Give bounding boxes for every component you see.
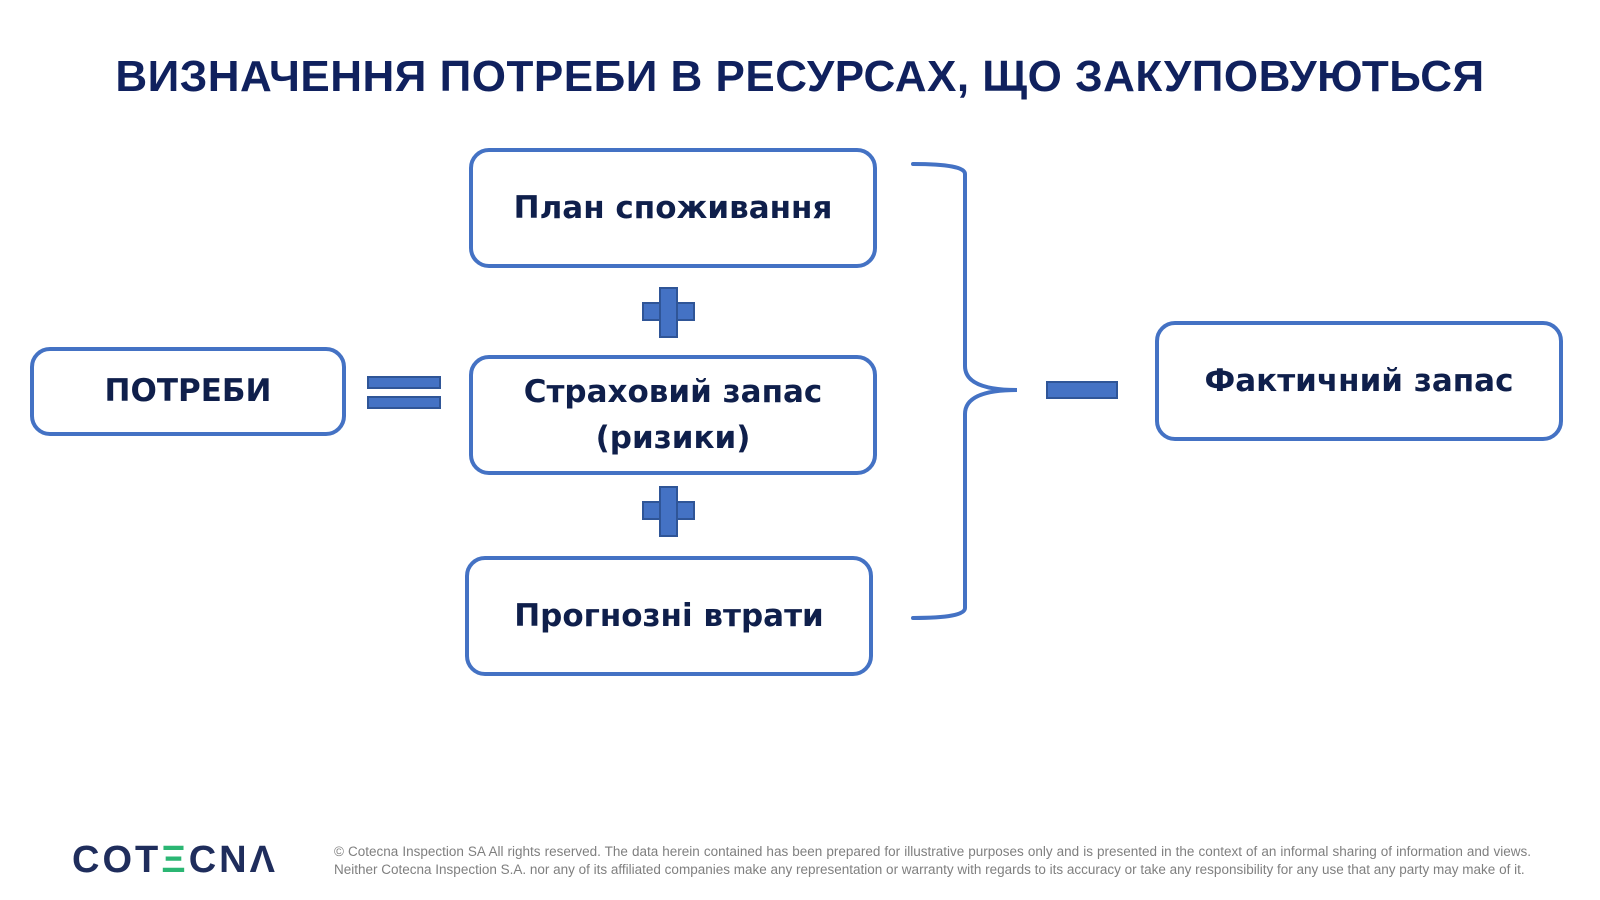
equals-icon-top-bar [367, 376, 441, 389]
forecast-losses-label: Прогнозні втрати [514, 597, 824, 634]
curly-brace-icon [911, 162, 1017, 620]
forecast-losses-box: Прогнозні втрати [465, 556, 873, 676]
consumption-plan-label: План споживання [513, 189, 833, 226]
equals-icon-bottom-bar [367, 396, 441, 409]
plus-icon-2-vertical [659, 486, 678, 537]
needs-label: ПОТРЕБИ [104, 373, 272, 410]
safety-stock-label: Страховий запас [523, 373, 823, 410]
safety-stock-box: Страховий запас (ризики) [469, 355, 877, 475]
page-title: ВИЗНАЧЕННЯ ПОТРЕБИ В РЕСУРСАХ, ЩО ЗАКУПО… [115, 52, 1485, 101]
logo-text-part3: CNΛ [188, 839, 278, 881]
consumption-plan-box: План споживання [469, 148, 877, 268]
cotecna-logo: COTΞCNΛ [72, 840, 312, 880]
actual-stock-label: Фактичний запас [1204, 362, 1514, 399]
safety-stock-sublabel: (ризики) [595, 420, 751, 456]
minus-icon [1046, 381, 1118, 399]
logo-text-part2: Ξ [161, 839, 189, 881]
plus-icon-1-vertical [659, 287, 678, 338]
logo-text-part1: COT [72, 839, 162, 881]
actual-stock-box: Фактичний запас [1155, 321, 1563, 441]
copyright-disclaimer: © Cotecna Inspection SA All rights reser… [334, 844, 1531, 877]
needs-box: ПОТРЕБИ [30, 347, 346, 436]
